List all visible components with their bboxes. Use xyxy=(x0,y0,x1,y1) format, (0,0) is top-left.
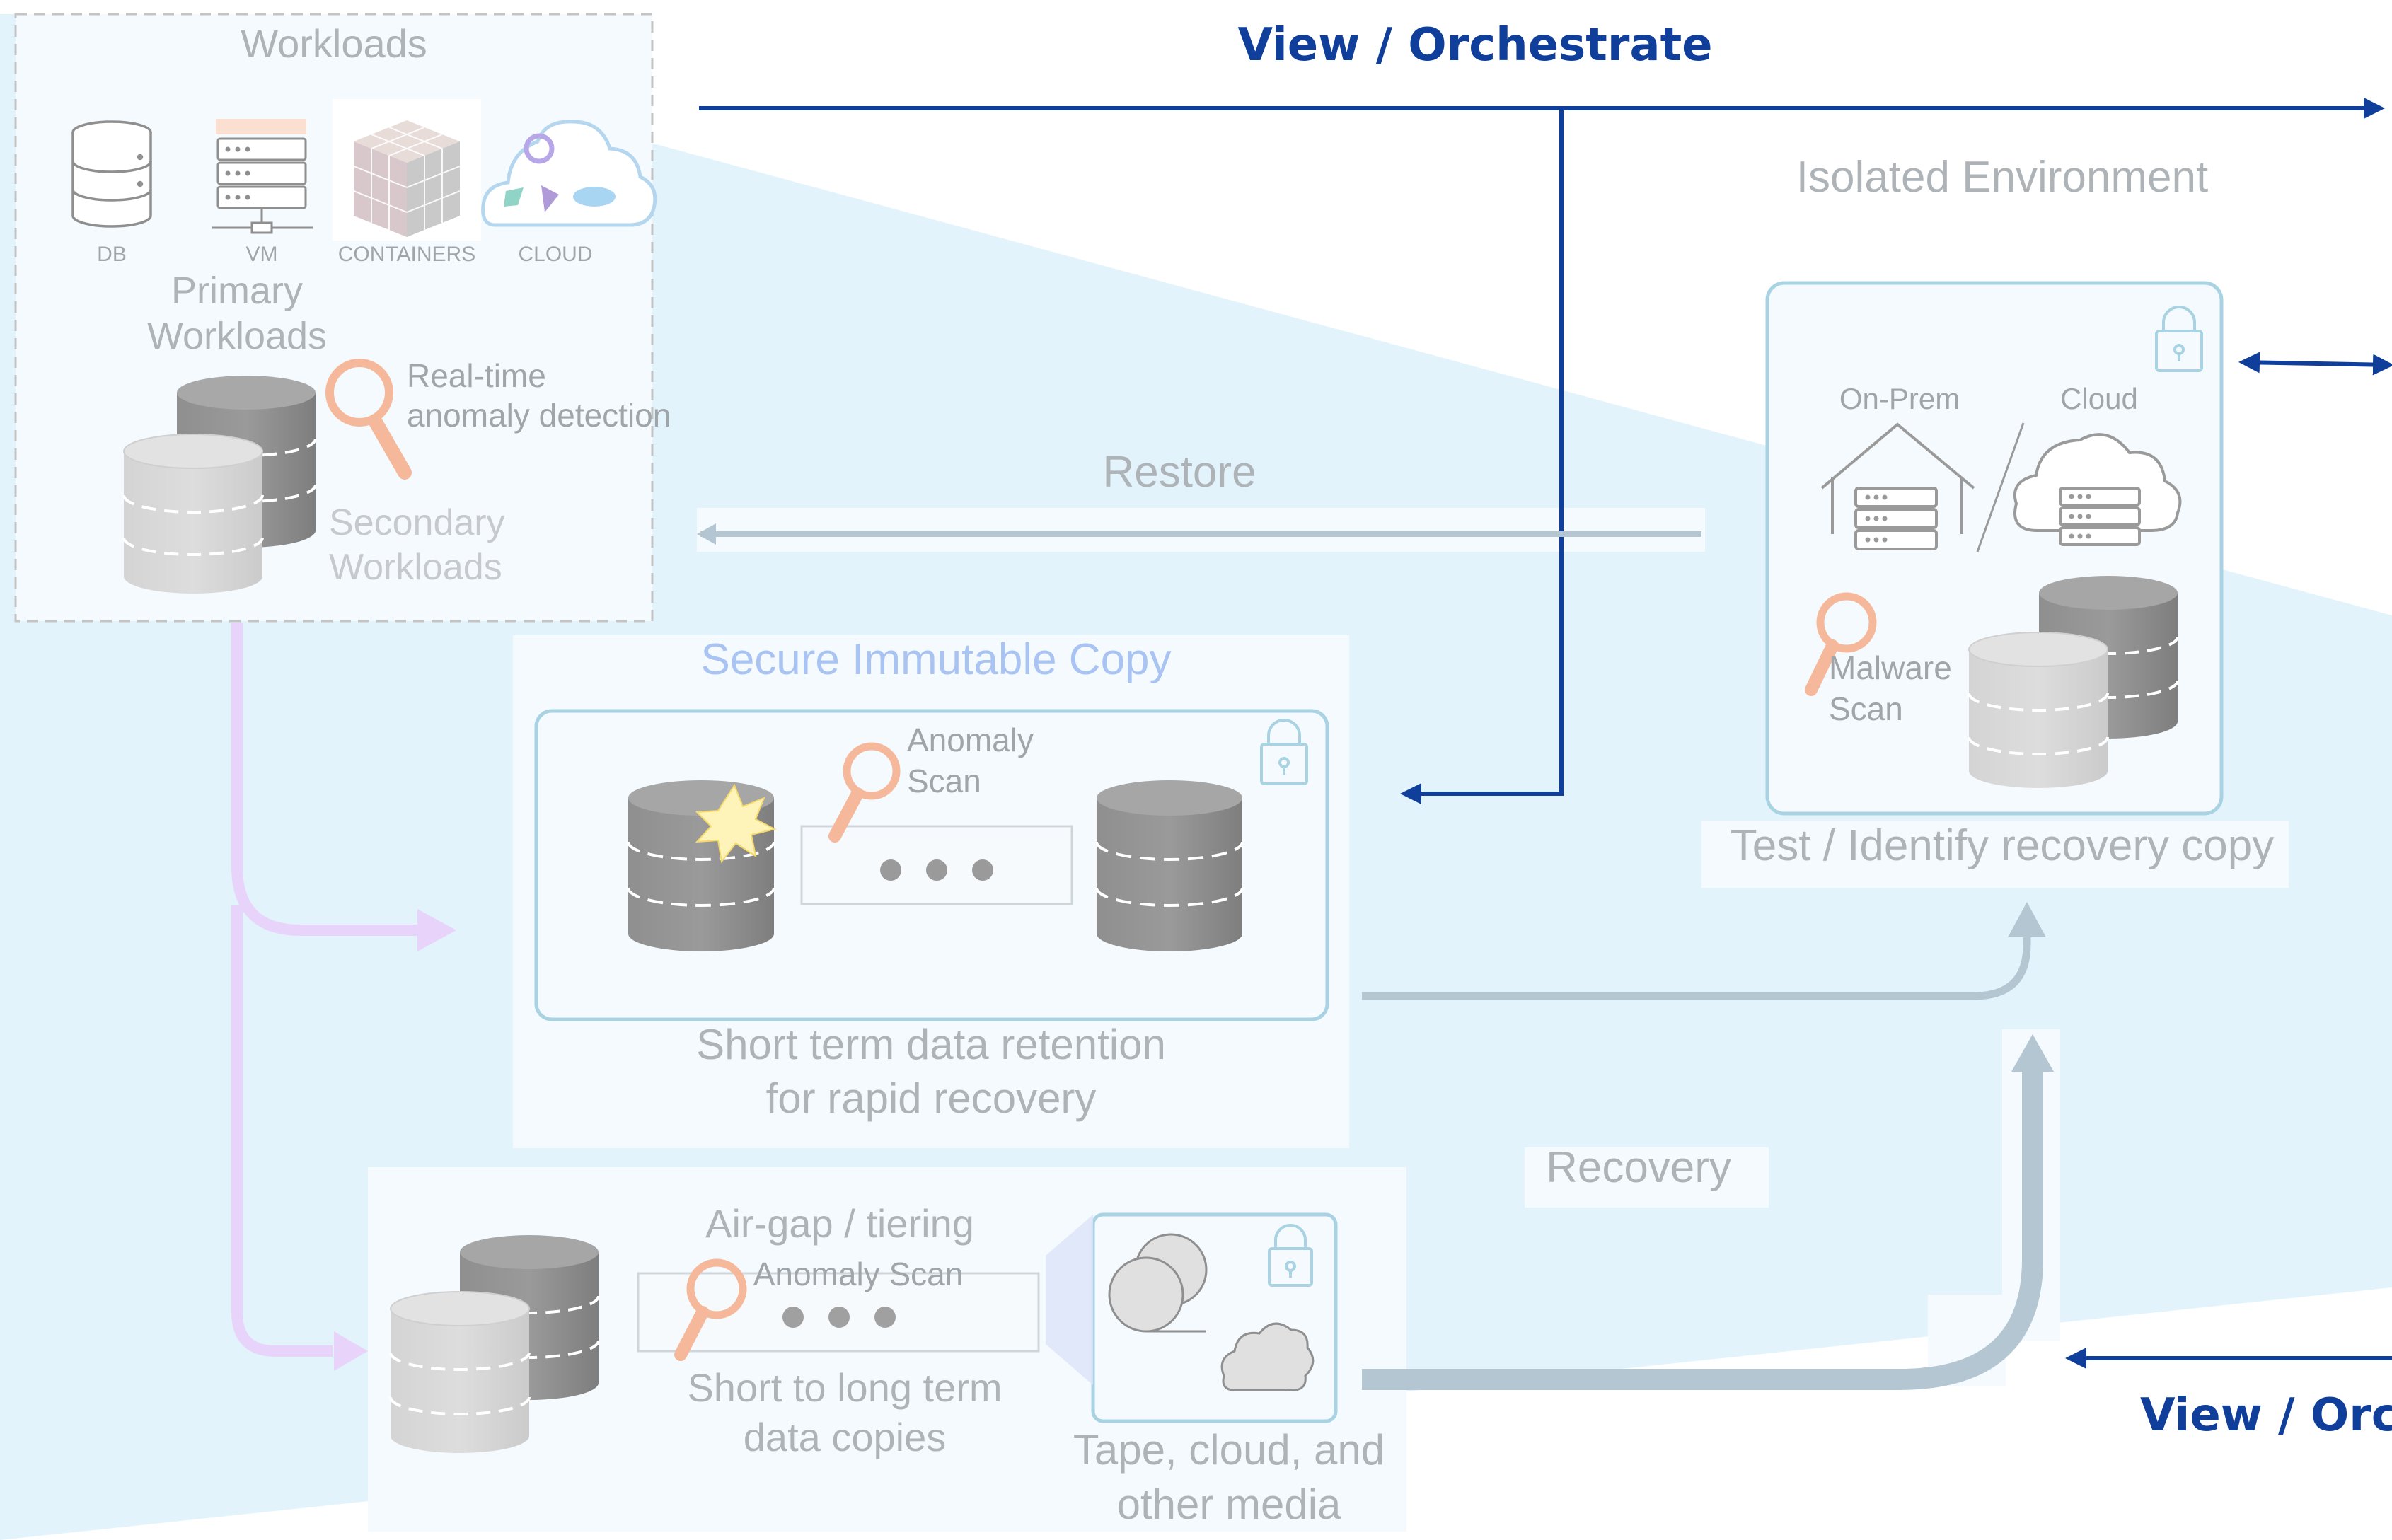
onprem-label: On-Prem xyxy=(1839,382,1960,415)
db-icon xyxy=(71,120,152,228)
lock-icon-isolated xyxy=(2155,306,2203,372)
backup-flow-line xyxy=(231,623,424,936)
cloud-server-icon xyxy=(2013,433,2182,546)
malware-burst-icon xyxy=(695,783,777,864)
airgap-caption-line1: Short to long term xyxy=(687,1365,1003,1410)
magnifier-airgap xyxy=(674,1258,747,1361)
isolated-title: Isolated Environment xyxy=(1796,153,2209,202)
restore-arrow-head xyxy=(697,523,716,545)
cloud-server-dots xyxy=(2069,494,2091,539)
bottom-flow-label: View / Orche xyxy=(2140,1389,2392,1442)
lock-icon xyxy=(1260,719,1308,785)
airgap-db-front xyxy=(389,1291,531,1453)
lock-icon-media xyxy=(1268,1224,1313,1287)
containers-icon xyxy=(333,99,481,241)
onprem-house-icon xyxy=(1820,422,1975,550)
airgap-flow-head xyxy=(334,1331,368,1371)
recovery-label-bg xyxy=(1525,1147,1769,1208)
vm-label: VM xyxy=(245,243,278,266)
progress-dots-2 xyxy=(782,1307,896,1328)
test-caption-bg xyxy=(1701,821,2289,888)
magnifier-workloads xyxy=(325,359,412,480)
onprem-dots xyxy=(1865,494,1888,543)
workloads-title: Workloads xyxy=(241,21,427,66)
detection-line1: Real-time xyxy=(407,357,546,394)
cloud-apps-icon xyxy=(481,120,657,227)
media-to-test-flow xyxy=(1362,1068,2043,1390)
secure-copy-inner-box xyxy=(534,709,1329,1021)
media-light-cone xyxy=(1046,1215,1093,1385)
server-icon xyxy=(212,119,313,234)
secondary-db-front xyxy=(122,434,264,594)
restore-label: Restore xyxy=(1102,448,1256,497)
backup-flow-head-1 xyxy=(417,909,456,951)
secondary-workloads-line1: Secondary xyxy=(329,502,505,543)
airgap-scan-label: Anomaly Scan xyxy=(753,1256,964,1292)
secure-caption-line2: for rapid recovery xyxy=(765,1075,1097,1122)
magnifier-malware xyxy=(1805,592,1877,696)
airgap-caption-line2: data copies xyxy=(743,1415,947,1459)
secure-caption-line1: Short term data retention xyxy=(696,1021,1166,1068)
isolated-db-front xyxy=(1968,632,2109,788)
orchestrate-down-arrow xyxy=(1400,108,1564,804)
media-caption-line2: other media xyxy=(1116,1481,1341,1528)
media-to-test-head xyxy=(2011,1034,2054,1072)
tape-icon xyxy=(1108,1233,1208,1333)
detection-line2: anomaly detection xyxy=(407,397,671,434)
airgap-flow-line xyxy=(231,905,333,1357)
secondary-workloads-line2: Workloads xyxy=(329,547,502,588)
secure-copy-title: Secure Immutable Copy xyxy=(700,635,1172,684)
db-label: DB xyxy=(97,243,127,266)
secure-scan-line2: Scan xyxy=(907,763,981,799)
cloud-label: CLOUD xyxy=(518,243,593,266)
secure-db-right xyxy=(1095,780,1244,951)
secure-to-test-head xyxy=(2008,902,2046,937)
secure-to-test-flow xyxy=(1362,934,2031,1000)
divider-slash xyxy=(1976,422,2025,552)
isolated-side-arrow xyxy=(2238,352,2392,376)
containers-label: CONTAINERS xyxy=(337,243,476,266)
restore-label-bg xyxy=(697,508,1705,552)
primary-workloads-line1: Primary xyxy=(171,270,303,312)
top-flow-label: View / Orchestrate xyxy=(1237,19,1713,71)
cloud-env-label: Cloud xyxy=(2060,382,2138,415)
primary-workloads-line2: Workloads xyxy=(146,315,328,357)
progress-dots-1 xyxy=(880,859,993,881)
malware-scan-line2: Scan xyxy=(1829,690,1903,727)
test-caption: Test / Identify recovery copy xyxy=(1730,821,2275,870)
cloud-media-icon xyxy=(1220,1322,1315,1391)
secure-db-left xyxy=(627,780,777,951)
airgap-title: Air-gap / tiering xyxy=(705,1201,974,1246)
media-caption-line1: Tape, cloud, and xyxy=(1073,1426,1385,1474)
secure-scan-line1: Anomaly xyxy=(907,722,1034,758)
magnifier-secure xyxy=(828,742,901,843)
malware-scan-line1: Malware xyxy=(1829,649,1952,686)
recovery-label: Recovery xyxy=(1546,1143,1731,1192)
